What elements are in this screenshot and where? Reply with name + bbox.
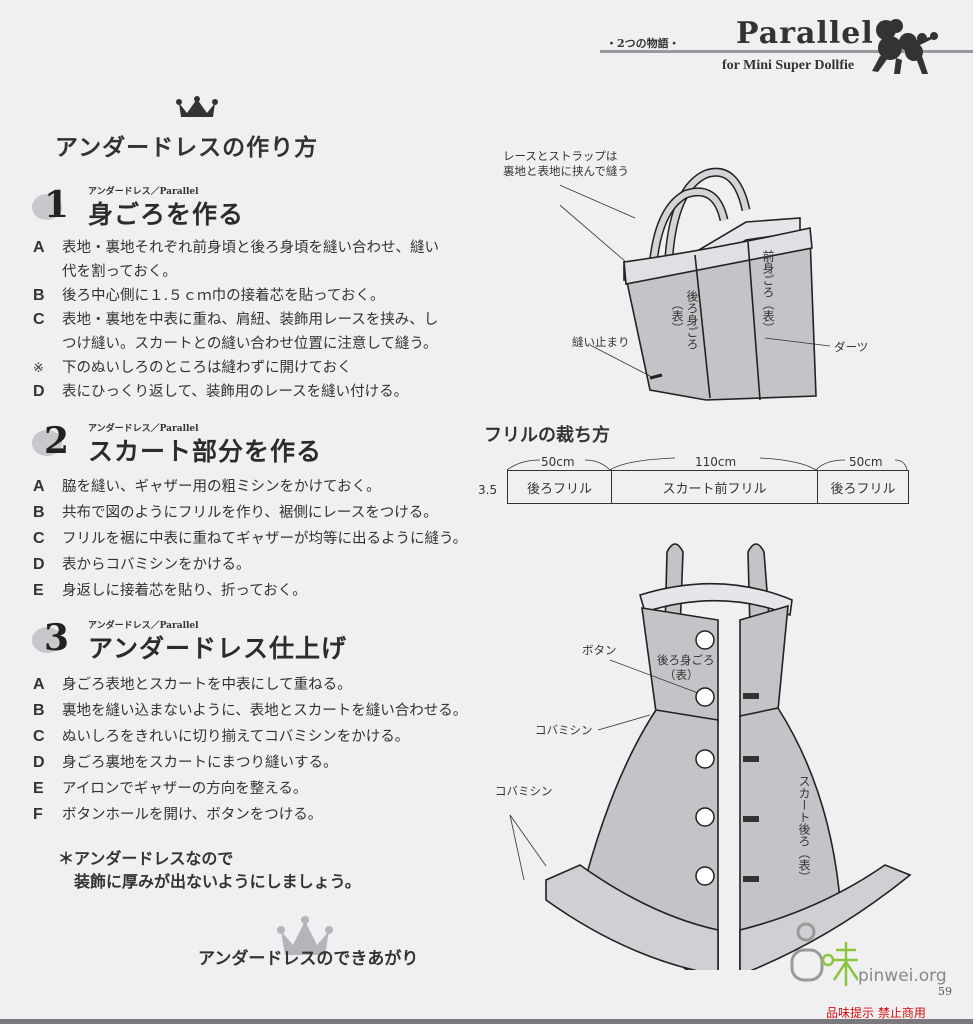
dress-illustration bbox=[509, 543, 912, 970]
section-label: アンダードレス／Parallel bbox=[88, 424, 199, 434]
section-number: 3 bbox=[44, 617, 70, 659]
frill-dimension-arcs bbox=[506, 457, 908, 471]
bodice-back-label: 後ろ身ごろ bbox=[685, 290, 699, 350]
frill-width: 50cm bbox=[541, 455, 575, 469]
frill-width: 50cm bbox=[849, 455, 883, 469]
section-label: アンダードレス／Parallel bbox=[88, 621, 199, 631]
frill-piece: スカート前フリル bbox=[612, 471, 818, 503]
step-item: ※下のぬいしろのところは縫わずに開けておく bbox=[33, 360, 352, 376]
frill-height: 3.5 bbox=[478, 483, 498, 497]
page-title: アンダードレスの作り方 bbox=[55, 135, 319, 161]
watermark-logo-icon bbox=[790, 922, 858, 986]
crown-icon bbox=[176, 96, 218, 117]
finished-caption: アンダードレスのできあがり bbox=[198, 949, 419, 969]
frill-piece: 後ろフリル bbox=[508, 471, 612, 503]
note: ＊アンダードレスなので 装飾に厚みが出ないようにしましょう。 bbox=[58, 849, 361, 891]
section-heading: アンダードレス仕上げ bbox=[88, 634, 348, 663]
section-number: 2 bbox=[44, 420, 70, 462]
frill-title: フリルの裁ち方 bbox=[484, 425, 610, 446]
skirt-back-label: スカート後ろ（表） bbox=[797, 775, 811, 883]
page-number: 59 bbox=[938, 985, 952, 998]
poodle-logo-icon bbox=[872, 19, 938, 74]
dress-back-label: 後ろ身ごろ bbox=[657, 653, 715, 667]
header-rule bbox=[600, 50, 973, 53]
bodice-back-side-label: （表） bbox=[670, 298, 684, 334]
dress-back-side-label: （表） bbox=[664, 668, 699, 682]
button-label: ボタン bbox=[582, 643, 617, 657]
crown-watermark-icon bbox=[277, 916, 333, 955]
section-label: アンダードレス／Parallel bbox=[88, 187, 199, 197]
watermark-site: pinwei.org bbox=[858, 966, 947, 986]
header-brand: Parallel bbox=[736, 16, 874, 51]
topstitch-label: コバミシン bbox=[535, 723, 593, 737]
section-heading: スカート部分を作る bbox=[88, 437, 323, 466]
bodice-callout: レースとストラップは裏地と表地に挟んで縫う bbox=[503, 149, 629, 178]
bodice-front-label: 前身ごろ（表） bbox=[761, 250, 775, 334]
dart-label: ダーツ bbox=[834, 340, 869, 354]
stop-label: 縫い止まり bbox=[572, 335, 630, 349]
scan-edge bbox=[0, 1019, 973, 1024]
topstitch-label: コバミシン bbox=[495, 784, 553, 798]
header-subtitle: for Mini Super Dollfie bbox=[722, 58, 855, 73]
bodice-illustration bbox=[560, 167, 831, 401]
frill-width: 110cm bbox=[695, 455, 737, 469]
watermark-notice: 品味提示 禁止商用 bbox=[826, 1006, 926, 1020]
frill-piece: 後ろフリル bbox=[830, 481, 896, 497]
frill-table: 後ろフリル スカート前フリル 後ろフリル bbox=[507, 470, 909, 504]
section-heading: 身ごろを作る bbox=[88, 200, 245, 229]
section-number: 1 bbox=[44, 184, 70, 226]
header-series: ・2つの物語・ bbox=[606, 37, 680, 50]
